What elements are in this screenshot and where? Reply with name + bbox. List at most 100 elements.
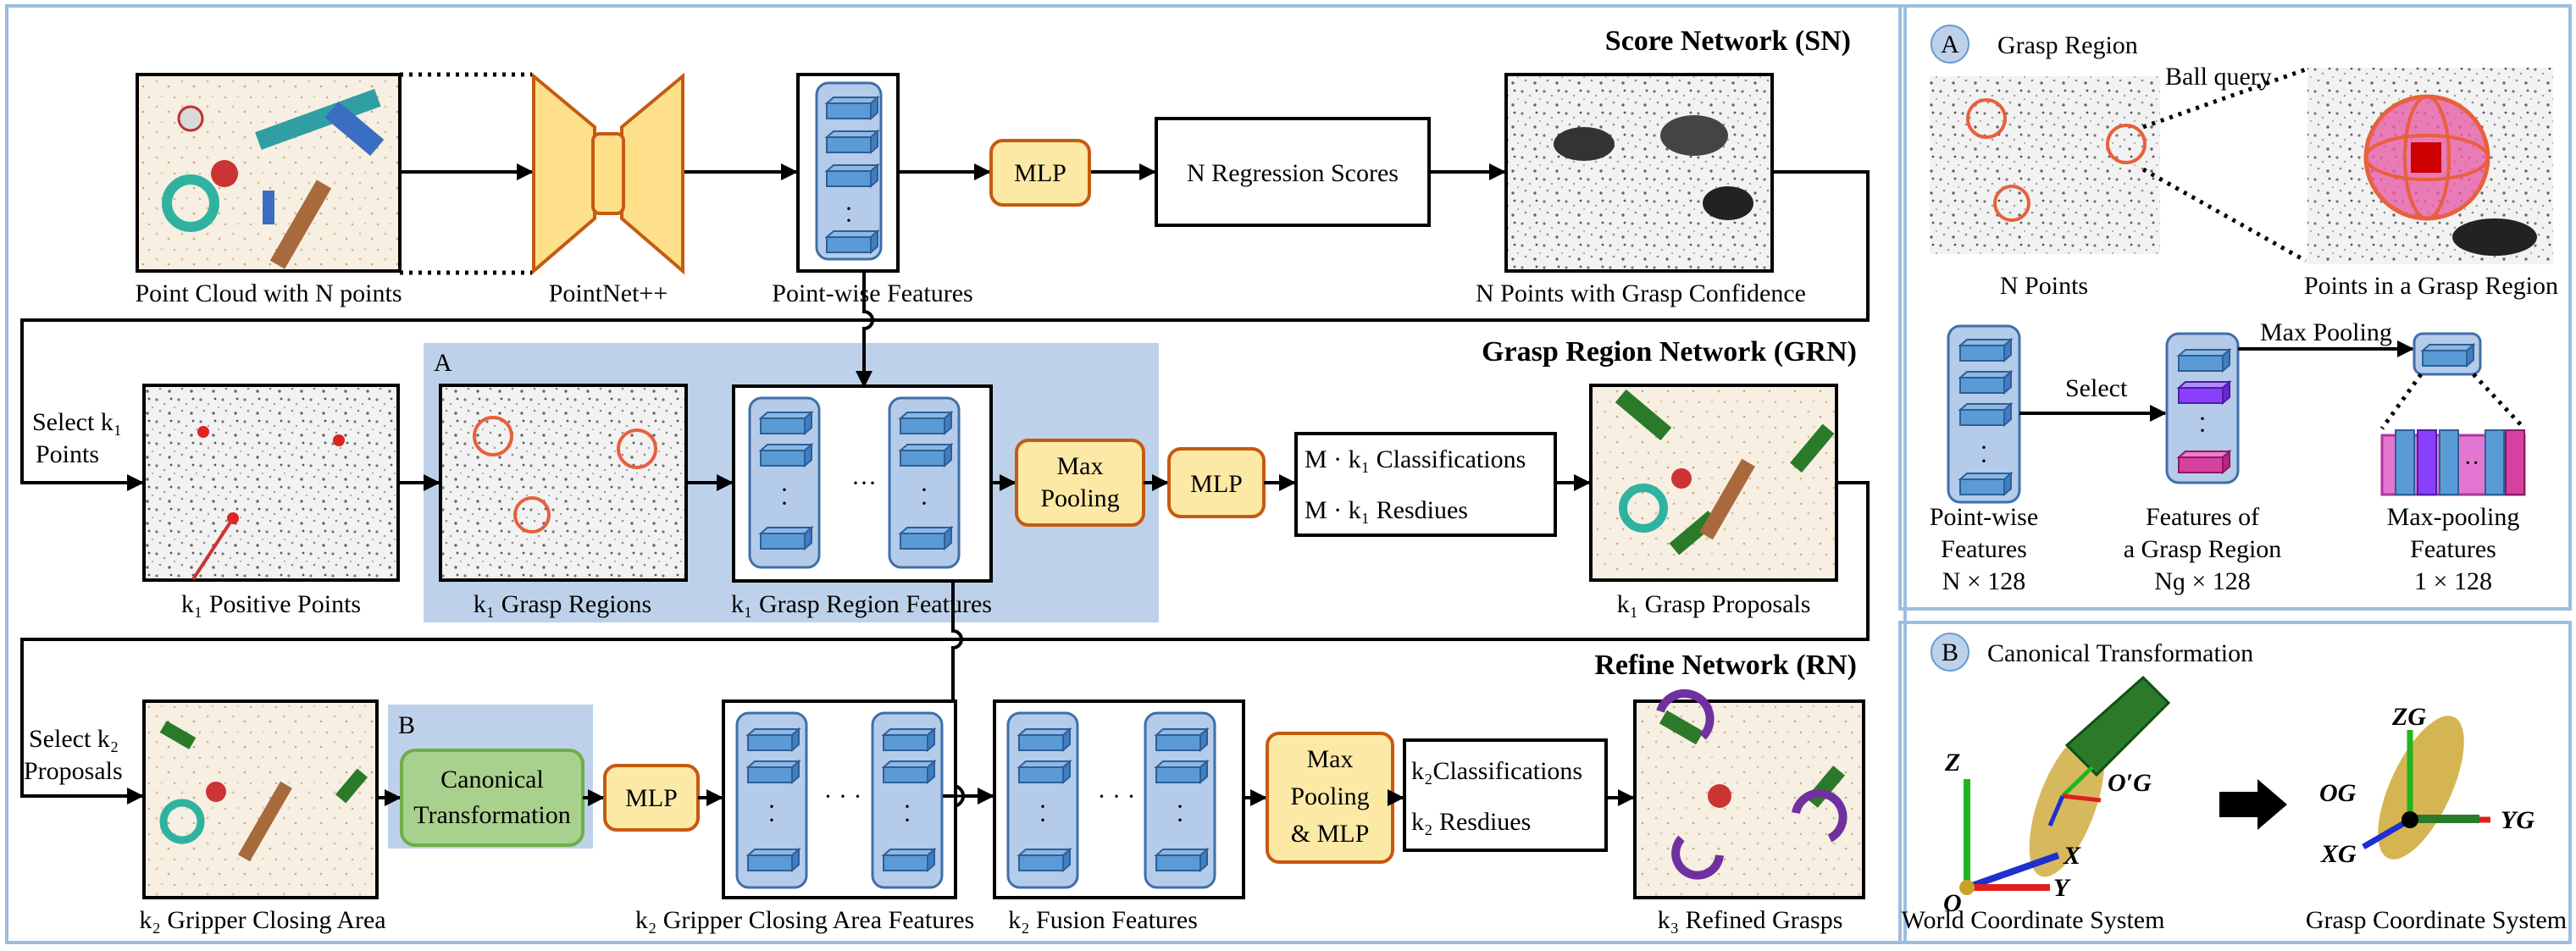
label-pointwise-features: Point-wise Features: [772, 279, 972, 307]
svg-text:·: ·: [2198, 417, 2207, 445]
panel-a-maxpool-line3: 1 × 128: [2414, 567, 2492, 595]
world-grasp-origin: O′G: [2108, 769, 2152, 797]
panel-a-title: Grasp Region: [1997, 31, 2138, 59]
rn-output-box: [1403, 738, 1608, 852]
label-positive-points: k₁ Positive Points: [181, 590, 361, 618]
world-coordinate-figure: [1959, 675, 2171, 895]
grasp-coordinate-figure: [2362, 716, 2490, 860]
select-k2-line1: Select k₂: [29, 725, 119, 753]
grasp-regions-image: [439, 384, 688, 582]
panel-a-frame: [1898, 4, 2572, 611]
rn-residues: k₂ Resdiues: [1411, 808, 1531, 836]
rn-mlp-label: MLP: [625, 784, 678, 812]
svg-text:·: ·: [920, 476, 928, 504]
main-frame: [5, 4, 1907, 944]
svg-text:·: ·: [1980, 434, 1988, 462]
grasp-axis-z: ZG: [2391, 703, 2426, 731]
canonical-line2: Transformation: [413, 801, 571, 829]
grn-title: Grasp Region Network (GRN): [1482, 336, 1857, 368]
panel-a-letter: A: [1941, 30, 1959, 58]
label-grasp-confidence: N Points with Grasp Confidence: [1476, 279, 1806, 307]
svg-text:·: ·: [1039, 793, 1047, 821]
panel-a-expand-left: [2379, 373, 2424, 430]
rn-maxpool-line3: & MLP: [1291, 820, 1370, 848]
grn-residues: M · k₁ Resdiues: [1305, 496, 1468, 524]
connector-sn-to-grn: [20, 170, 1870, 491]
svg-text:· · ·: · · ·: [824, 782, 862, 810]
transform-arrow: [2219, 779, 2287, 830]
svg-text:·: ·: [903, 793, 911, 821]
point-cloud-image: [136, 73, 402, 273]
svg-text:··: ··: [2464, 451, 2480, 477]
grasp-proposals-image: [1589, 384, 1838, 582]
grasp-region-features-box: · · ··· · ·: [732, 384, 993, 583]
region-a-letter: A: [434, 349, 452, 377]
rn-title: Refine Network (RN): [1594, 650, 1857, 681]
panel-a-maxpool-line2: Features: [2410, 535, 2496, 563]
grn-maxpool-line1: Max: [1057, 452, 1104, 480]
fusion-features-box: · · · · · · ·: [993, 699, 1245, 899]
svg-text:·: ·: [920, 489, 928, 517]
sn-title: Score Network (SN): [1605, 25, 1851, 57]
panel-a-pointwise-line1: Point-wise: [1930, 503, 2038, 531]
panel-b-frame: [1898, 621, 2572, 944]
grn-mlp-label: MLP: [1190, 470, 1243, 498]
panel-a-pointwise-line2: Features: [1941, 535, 2027, 563]
panel-a-points-in-region-label: Points in a Grasp Region: [2304, 272, 2558, 300]
panel-a-region-line3: Nɡ × 128: [2154, 567, 2251, 595]
panel-b-letter: B: [1942, 639, 1958, 666]
svg-text:· · ·: · · ·: [1098, 782, 1136, 810]
panel-a-npoints-image: [1930, 76, 2160, 254]
ball-query-line-top: [2142, 67, 2307, 130]
panel-b-badge: [1931, 633, 1969, 672]
svg-text:·: ·: [767, 806, 776, 834]
label-closing-area: k₂ Gripper Closing Area: [139, 906, 385, 934]
select-k1-line1: Select k₁: [32, 408, 122, 436]
panel-b-title: Canonical Transformation: [1987, 639, 2253, 667]
svg-text:·: ·: [780, 476, 789, 504]
ball-query-label: Ball query: [2165, 63, 2272, 91]
svg-text:·: ·: [1039, 806, 1047, 834]
ball-query-line-bottom: [2141, 167, 2307, 263]
panel-a-maxpool-label: Max Pooling: [2260, 318, 2392, 346]
select-k1-line2: Points: [36, 440, 99, 468]
panel-a-pointwise-stack: · ·: [1947, 324, 2021, 504]
panel-a-maxpool-block: [2413, 332, 2482, 376]
canonical-node: [400, 749, 584, 847]
grasp-region-closeup: [2307, 68, 2553, 264]
grasp-origin: OG: [2319, 779, 2357, 807]
svg-text:·: ·: [1176, 806, 1184, 834]
region-b-letter: B: [398, 711, 415, 739]
world-axis-x: X: [2063, 842, 2081, 870]
svg-text:·: ·: [2198, 405, 2207, 433]
closing-area-image: [142, 699, 379, 899]
regression-scores-box: [1155, 117, 1431, 227]
label-pointnet: PointNet++: [549, 279, 668, 307]
pointwise-features-box: · ·: [796, 73, 900, 273]
closing-features-box: · · · · · · ·: [722, 699, 957, 899]
grasp-coordinate-label: Grasp Coordinate System: [2306, 906, 2567, 934]
panel-a-maxpool-line1: Max-pooling: [2387, 503, 2520, 531]
svg-text:·: ·: [845, 195, 853, 223]
svg-text:·: ·: [780, 489, 789, 517]
select-k2-line2: Proposals: [24, 757, 123, 785]
panel-a-region-line1: Features of: [2146, 503, 2259, 531]
world-coordinate-label: World Coordinate System: [1902, 906, 2165, 934]
panel-a-badge: [1931, 25, 1969, 64]
regression-scores-label: N Regression Scores: [1187, 159, 1399, 187]
label-point-cloud: Point Cloud with N points: [135, 279, 402, 307]
label-grasp-proposals: k₁ Grasp Proposals: [1617, 590, 1811, 618]
panel-a-maxpool-features: ··: [2380, 429, 2526, 496]
world-axis-y: Y: [2053, 874, 2071, 902]
panel-a-region-line2: a Grasp Region: [2124, 535, 2282, 563]
panel-a-region-stack: · ·: [2165, 332, 2240, 484]
grasp-axis-x: XG: [2320, 840, 2357, 868]
canonical-line1: Canonical: [440, 766, 544, 793]
svg-text:·: ·: [1176, 793, 1184, 821]
svg-text:·: ·: [845, 207, 853, 235]
svg-text:·: ·: [1980, 447, 1988, 475]
label-refined-grasps: k₃ Refined Grasps: [1658, 906, 1843, 934]
sn-mlp-label: MLP: [1014, 159, 1066, 187]
rn-classifications: k₂Classifications: [1411, 757, 1582, 785]
